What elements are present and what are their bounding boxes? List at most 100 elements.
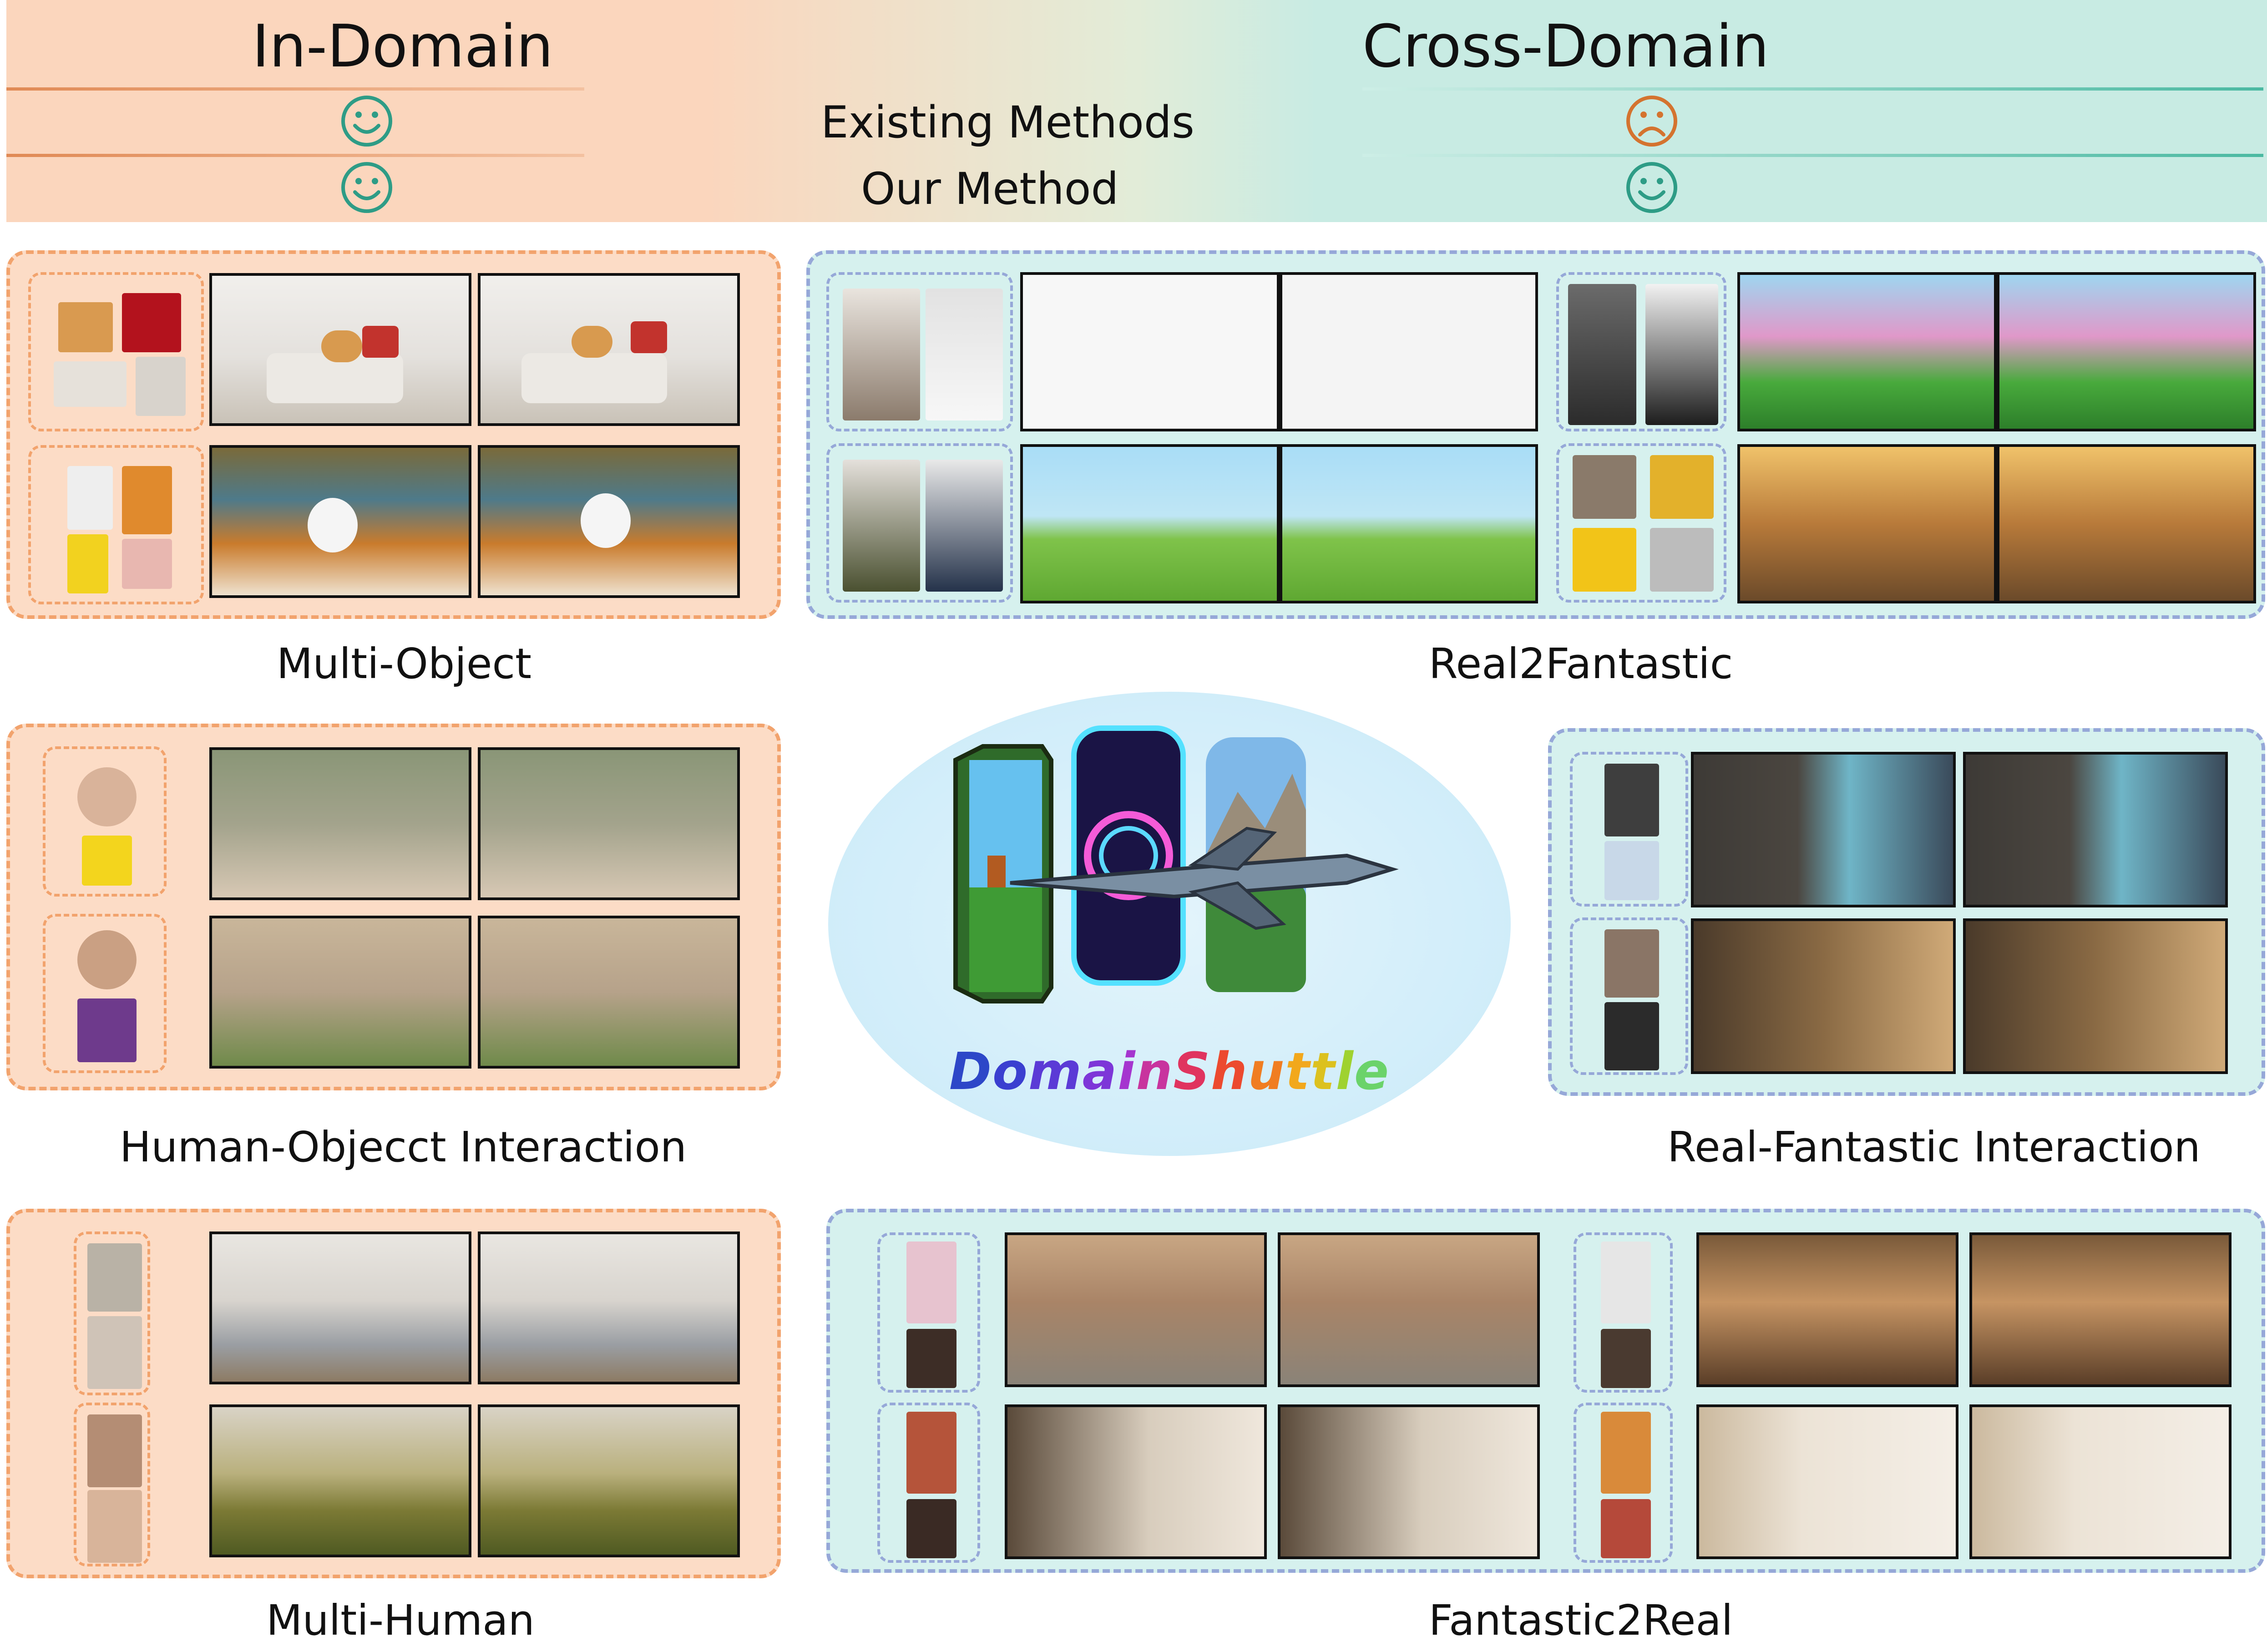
- fantastic2real-caption: Fantastic2Real: [1428, 1596, 1733, 1645]
- video-frame: [209, 916, 471, 1069]
- video-frame: [478, 273, 740, 426]
- reference-set: [43, 914, 167, 1073]
- face-reference: [1601, 1329, 1651, 1388]
- video-frame: [1737, 272, 1997, 431]
- multi-object-panel: [6, 250, 781, 619]
- reference-set: [74, 1403, 150, 1566]
- video-frame: [478, 445, 740, 598]
- character-reference: [1601, 1412, 1651, 1494]
- video-frame: [209, 1231, 471, 1384]
- video-frame: [1691, 918, 1956, 1074]
- person-reference: [1604, 1002, 1659, 1070]
- smiley-happy-icon: [341, 162, 392, 213]
- character-reference: [906, 1242, 956, 1323]
- smiley-happy-icon: [1626, 162, 1677, 213]
- doll-reference: [77, 998, 137, 1062]
- video-frame: [209, 445, 471, 598]
- multi-object-caption: Multi-Object: [276, 639, 532, 688]
- person-reference: [1650, 455, 1714, 519]
- face-reference: [906, 1329, 956, 1388]
- reference-set: [877, 1403, 980, 1563]
- real2fantastic-caption: Real2Fantastic: [1428, 639, 1733, 688]
- video-frame: [478, 1231, 740, 1384]
- shuttle-illustration: [953, 725, 1399, 1003]
- header-divider: [1362, 154, 2263, 157]
- video-frame: [1280, 444, 1538, 603]
- video-frame: [1005, 1404, 1267, 1559]
- cross-domain-title: Cross-Domain: [1362, 13, 1769, 81]
- reference-set: [74, 1231, 150, 1395]
- person-reference: [1604, 929, 1659, 998]
- video-frame: [478, 1404, 740, 1557]
- video-frame: [209, 1404, 471, 1557]
- person-reference: [1645, 284, 1718, 425]
- real-fantastic-interaction-panel: [1548, 728, 2265, 1096]
- logo-letter: h: [1211, 1042, 1248, 1101]
- video-frame: [1005, 1232, 1267, 1387]
- video-frame: [1278, 1404, 1540, 1559]
- reference-set: [1556, 443, 1726, 603]
- reference-set: [1570, 917, 1688, 1075]
- in-domain-title: In-Domain: [252, 13, 553, 81]
- video-frame: [478, 747, 740, 900]
- video-frame: [1280, 272, 1538, 431]
- character-reference: [1604, 841, 1659, 900]
- logo-letter: D: [949, 1042, 993, 1101]
- person-reference: [926, 289, 1003, 421]
- real2fantastic-panel: [806, 250, 2265, 619]
- video-frame: [1278, 1232, 1540, 1387]
- pillow-reference: [122, 293, 181, 352]
- person-reference: [843, 289, 920, 421]
- reference-set: [28, 272, 204, 431]
- human-object-interaction-panel: [6, 724, 781, 1090]
- face-reference: [87, 1414, 142, 1487]
- logo-letter: t: [1285, 1042, 1311, 1101]
- video-frame: [1997, 272, 2256, 431]
- reference-set: [877, 1232, 980, 1393]
- logo-letter: o: [992, 1042, 1028, 1101]
- face-reference: [77, 767, 137, 826]
- smiley-happy-icon: [341, 96, 392, 147]
- person-reference: [926, 460, 1003, 592]
- human-object-interaction-caption: Human-Objecct Interaction: [119, 1123, 687, 1171]
- leaves-reference: [122, 466, 172, 534]
- reference-set: [28, 445, 204, 604]
- reference-set: [1570, 752, 1688, 907]
- reference-set: [1556, 272, 1726, 431]
- fantastic2real-panel: [826, 1209, 2265, 1573]
- logo-letter: S: [1173, 1042, 1211, 1101]
- character-reference: [1601, 1242, 1651, 1323]
- reference-set: [826, 443, 1013, 603]
- video-frame: [1963, 918, 2228, 1074]
- video-frame: [209, 273, 471, 426]
- video-frame: [478, 916, 740, 1069]
- header-divider: [1362, 87, 2263, 91]
- logo-letter: e: [1354, 1042, 1390, 1101]
- existing-methods-label: Existing Methods: [821, 97, 1194, 148]
- video-frame: [1969, 1404, 2232, 1559]
- smiley-sad-icon: [1626, 96, 1677, 147]
- video-frame: [1737, 444, 1997, 603]
- reference-set: [826, 272, 1013, 431]
- reference-set: [1574, 1232, 1673, 1393]
- reference-set: [43, 746, 167, 897]
- toy-reference: [1650, 528, 1714, 592]
- our-method-label: Our Method: [861, 163, 1119, 214]
- person-reference: [843, 460, 920, 592]
- sofa-reference: [54, 361, 127, 407]
- flowers-reference: [122, 539, 172, 589]
- multi-human-caption: Multi-Human: [266, 1596, 535, 1645]
- logo-letter: m: [1028, 1042, 1083, 1101]
- multi-human-panel: [6, 1209, 781, 1578]
- header-divider: [6, 87, 584, 91]
- logo-letter: i: [1118, 1042, 1136, 1101]
- chair-reference: [67, 534, 108, 593]
- logo-letter: l: [1336, 1042, 1354, 1101]
- logo-letter: n: [1136, 1042, 1174, 1101]
- header-divider: [6, 154, 584, 157]
- person-reference: [87, 1316, 142, 1389]
- character-reference: [906, 1412, 956, 1494]
- hair-dryer-reference: [82, 836, 132, 886]
- hair-dryer-reference: [1573, 528, 1636, 592]
- rabbit-reference: [67, 466, 113, 530]
